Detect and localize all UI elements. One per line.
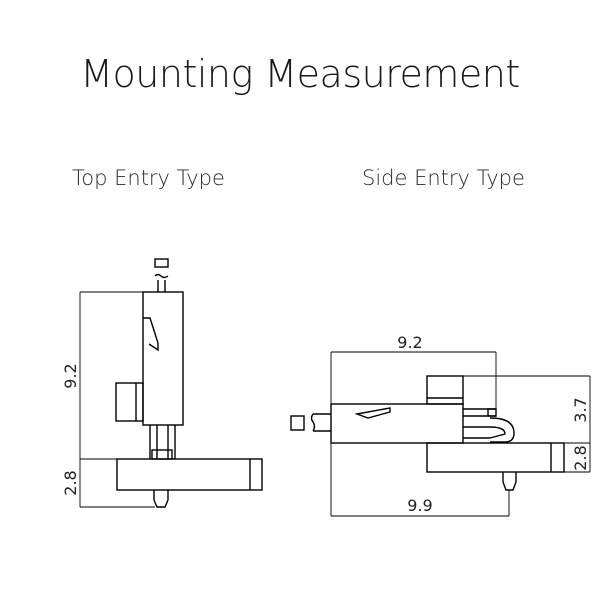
top-pins xyxy=(149,425,176,459)
top-plug-tip xyxy=(154,258,169,268)
side-entry-label: Side Entry Type xyxy=(362,166,525,190)
top-plug-shaft xyxy=(157,280,166,292)
top-dim-2-8: 2.8 xyxy=(61,470,80,495)
top-pin-nut xyxy=(151,449,173,460)
page-title: Mounting Measurement xyxy=(80,52,520,96)
top-side-tab xyxy=(115,382,144,422)
side-dim-3-7: 3.7 xyxy=(571,397,590,422)
side-dim-9-9: 9.9 xyxy=(407,496,432,515)
top-dim-9-2: 9.2 xyxy=(61,363,80,388)
side-dim-9-2: 9.2 xyxy=(397,333,422,352)
side-connector-body xyxy=(330,403,464,444)
side-plug-tip xyxy=(290,415,305,431)
top-plug-break xyxy=(154,273,169,279)
top-entry-label: Top Entry Type xyxy=(72,166,225,190)
side-latch xyxy=(354,407,391,419)
side-entry-connector xyxy=(290,375,565,491)
side-plug-shaft xyxy=(313,413,331,432)
side-bent-pins xyxy=(489,417,515,443)
top-latch xyxy=(143,317,159,352)
side-dimensions: 9.2 3.7 2.8 9.9 xyxy=(330,333,591,517)
top-dimensions: 9.2 2.8 xyxy=(61,291,155,508)
top-bottom-pin xyxy=(153,499,169,508)
side-base-board xyxy=(426,442,565,473)
top-connector-body xyxy=(142,291,184,426)
side-top-tab xyxy=(426,375,464,405)
top-base-board xyxy=(116,458,263,491)
side-pins-upper xyxy=(463,408,496,417)
top-entry-connector xyxy=(115,258,263,508)
side-bottom-pin xyxy=(502,481,517,491)
side-dim-2-8: 2.8 xyxy=(571,445,590,470)
